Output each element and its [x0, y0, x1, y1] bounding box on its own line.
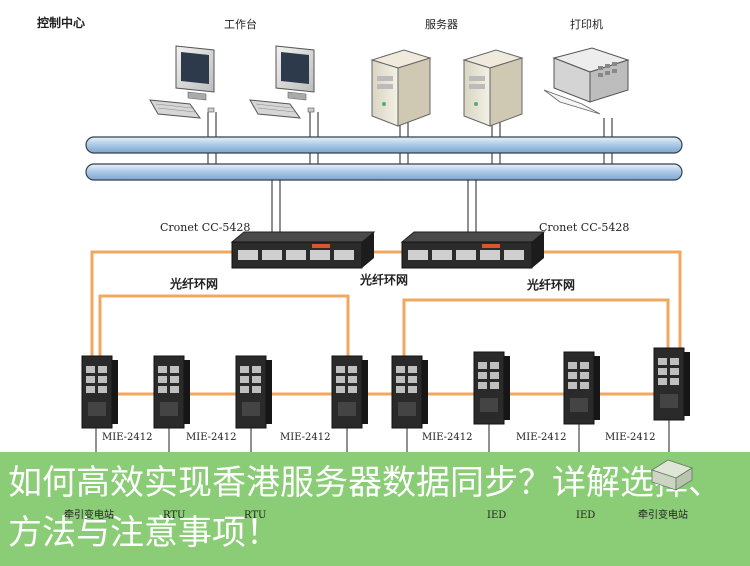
control-center-label: 控制中心	[37, 15, 85, 30]
mie-label: MIE-2412	[186, 432, 237, 443]
mie-device-icon	[153, 355, 190, 429]
printer-icon	[543, 47, 630, 115]
workstation-label: 工作台	[224, 17, 257, 31]
bus-pipe-bottom	[85, 163, 683, 181]
mie-device-icon	[235, 355, 272, 429]
ring-right-label: 光纤环网	[526, 277, 575, 292]
mie-device-icon	[391, 355, 428, 429]
banner-title: 如何高效实现香港服务器数据同步？详解选择、方法与注意事项！	[8, 463, 722, 553]
endpoint-drop-lines	[95, 420, 670, 452]
workstation-icon	[149, 45, 215, 119]
bus-pipe-top	[85, 136, 683, 154]
server-icon	[370, 49, 432, 127]
server-label: 服务器	[425, 18, 458, 31]
mie-label: MIE-2412	[102, 432, 153, 443]
mie-device-icon	[653, 347, 690, 421]
server-icon	[462, 49, 524, 127]
mie-label: MIE-2412	[280, 432, 331, 443]
title-banner: 如何高效实现香港服务器数据同步？详解选择、方法与注意事项！	[0, 452, 750, 566]
ring-center-label: 光纤环网	[359, 272, 408, 287]
switch-left-label: Cronet CC-5428	[160, 221, 250, 234]
switch-left-icon	[230, 231, 376, 269]
mie-label: MIE-2412	[516, 432, 567, 443]
switch-uplinks	[271, 180, 477, 232]
fiber-ring-lines	[90, 250, 682, 396]
ring-left-label: 光纤环网	[169, 276, 218, 291]
mie-device-icon	[473, 351, 510, 425]
mie-device-icon	[331, 355, 368, 429]
mie-device-icon	[81, 355, 118, 429]
printer-label: 打印机	[570, 17, 603, 31]
switch-right-icon	[400, 231, 546, 269]
workstation-icon	[249, 45, 315, 119]
switch-right-label: Cronet CC-5428	[539, 221, 629, 234]
mie-label: MIE-2412	[422, 432, 473, 443]
mie-device-icon	[563, 351, 600, 425]
mie-label: MIE-2412	[605, 432, 656, 443]
